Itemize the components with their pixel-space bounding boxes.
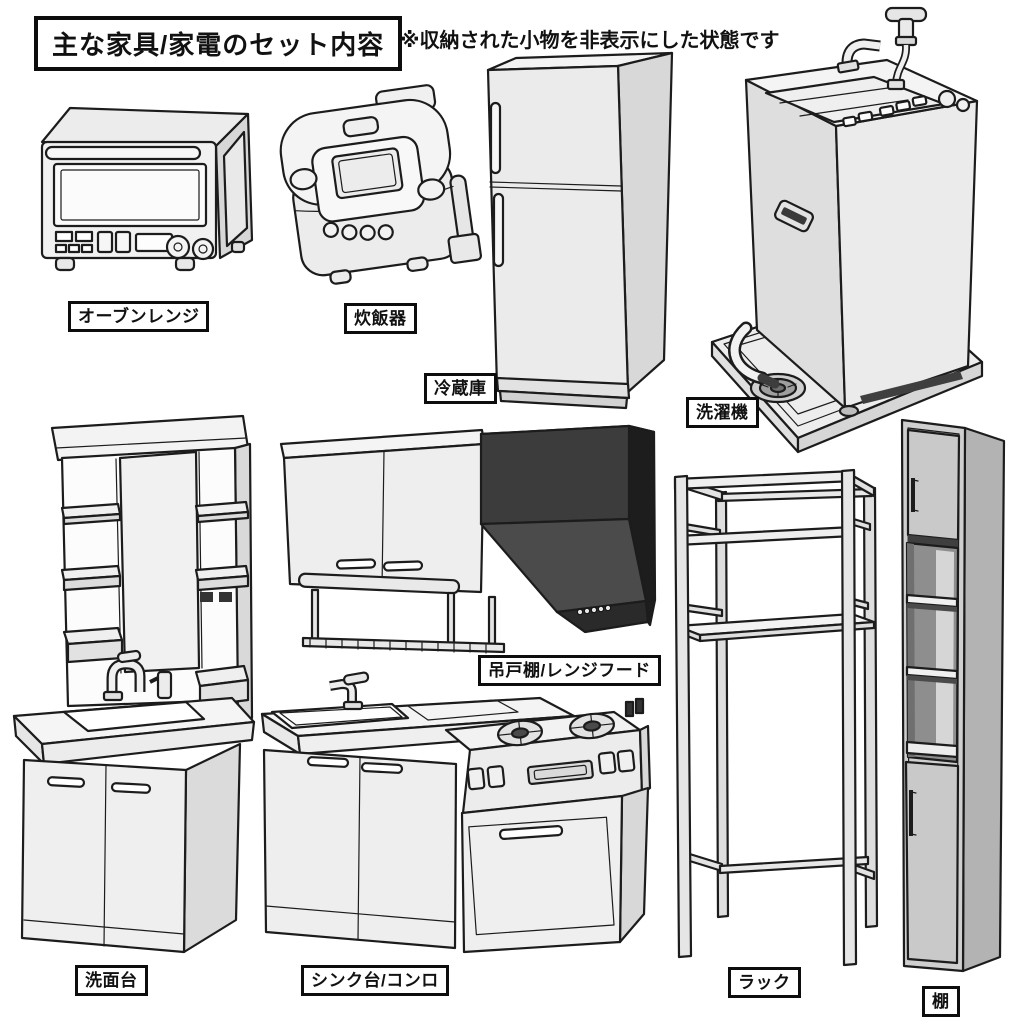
label-shelf: 棚 bbox=[922, 986, 960, 1018]
label-rack: ラック bbox=[728, 967, 801, 999]
label-refrigerator: 冷蔵庫 bbox=[424, 373, 497, 405]
label-hanging-cupboard-range-hood: 吊戸棚/レンジフード bbox=[478, 655, 661, 687]
hanging-cupboard-range-hood-illustration bbox=[279, 424, 657, 654]
sink-stove-illustration bbox=[260, 671, 652, 954]
label-sink-stove: シンク台/コンロ bbox=[301, 965, 449, 997]
washbasin-illustration bbox=[12, 414, 256, 954]
washing-machine-illustration bbox=[710, 6, 984, 454]
label-oven-range: オーブンレンジ bbox=[68, 301, 210, 333]
rack-illustration bbox=[673, 468, 879, 967]
label-washbasin: 洗面台 bbox=[75, 965, 148, 997]
rice-cooker-illustration bbox=[279, 84, 482, 285]
label-washing-machine: 洗濯機 bbox=[686, 397, 759, 429]
page-title: 主な家具/家電のセット内容 bbox=[34, 16, 403, 71]
shelf-illustration bbox=[900, 418, 1006, 973]
label-rice-cooker: 炊飯器 bbox=[344, 303, 417, 335]
oven-range-illustration bbox=[40, 106, 254, 272]
refrigerator-illustration bbox=[486, 51, 674, 410]
hidden-items-note: ※収納された小物を非表示にした状態です bbox=[400, 30, 780, 52]
hood-buttons bbox=[576, 604, 612, 616]
